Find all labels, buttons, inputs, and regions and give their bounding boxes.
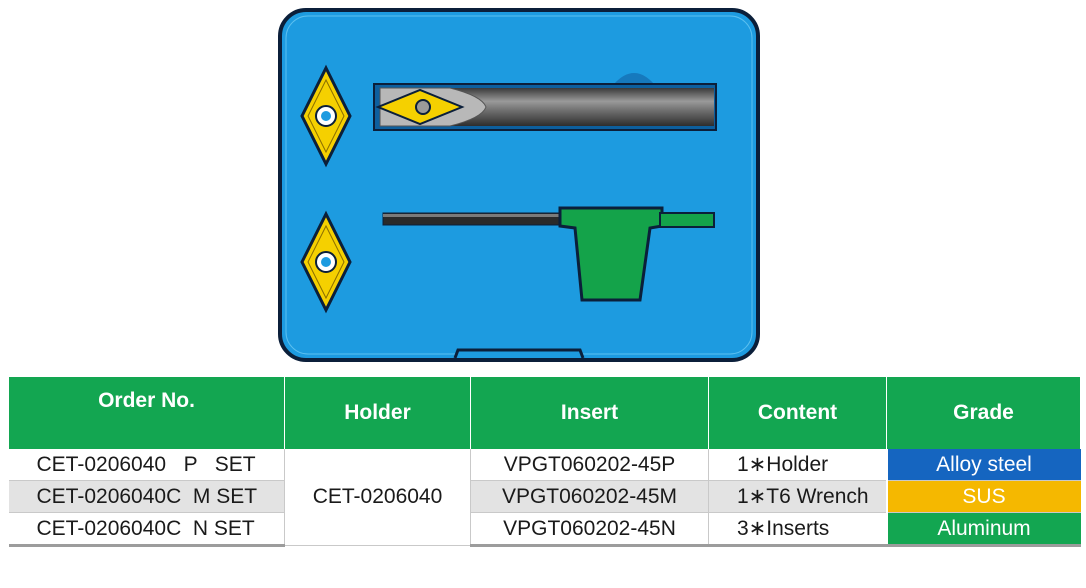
table-row: CET-0206040 P SET CET-0206040 VPGT060202… (8, 449, 1081, 546)
holder-cell: CET-0206040 (284, 449, 471, 546)
insert-cell: VPGT060202-45N (470, 512, 709, 547)
grade-header: Grade (886, 377, 1081, 449)
spec-table: Order No. Holder Insert Content Grade CE… (8, 377, 1081, 547)
insert-header: Insert (470, 377, 709, 449)
holder-header: Holder (284, 377, 471, 449)
table-header-row: Order No. Holder Insert Content Grade (8, 377, 1081, 449)
insert-icon (300, 210, 352, 314)
order-no-header: Order No. (8, 377, 285, 449)
holder-icon (373, 73, 717, 131)
table-row: CET-0206040C M SET VPGT060202-45M 1∗T6 W… (8, 480, 1081, 513)
order-no-cell: CET-0206040C M SET (8, 480, 285, 513)
product-case-illustration (278, 8, 760, 362)
order-no-cell: CET-0206040C N SET (8, 512, 285, 547)
insert-cell: VPGT060202-45M (470, 480, 709, 513)
order-no-cell: CET-0206040 P SET (8, 449, 285, 481)
grade-aluminum: Aluminum (885, 512, 1081, 547)
content-header: Content (708, 377, 887, 449)
content-cell: 3∗Inserts (708, 512, 887, 547)
content-cell: 1∗Holder (708, 449, 887, 481)
insert-cell: VPGT060202-45P (470, 449, 709, 481)
case-icon (278, 8, 760, 362)
grade-alloy-steel: Alloy steel (885, 449, 1081, 481)
table-row: CET-0206040C N SET VPGT060202-45N 3∗Inse… (8, 512, 1081, 547)
grade-sus: SUS (885, 480, 1081, 513)
wrench-icon (382, 206, 715, 302)
content-cell: 1∗T6 Wrench (708, 480, 887, 513)
insert-icon (300, 64, 352, 168)
